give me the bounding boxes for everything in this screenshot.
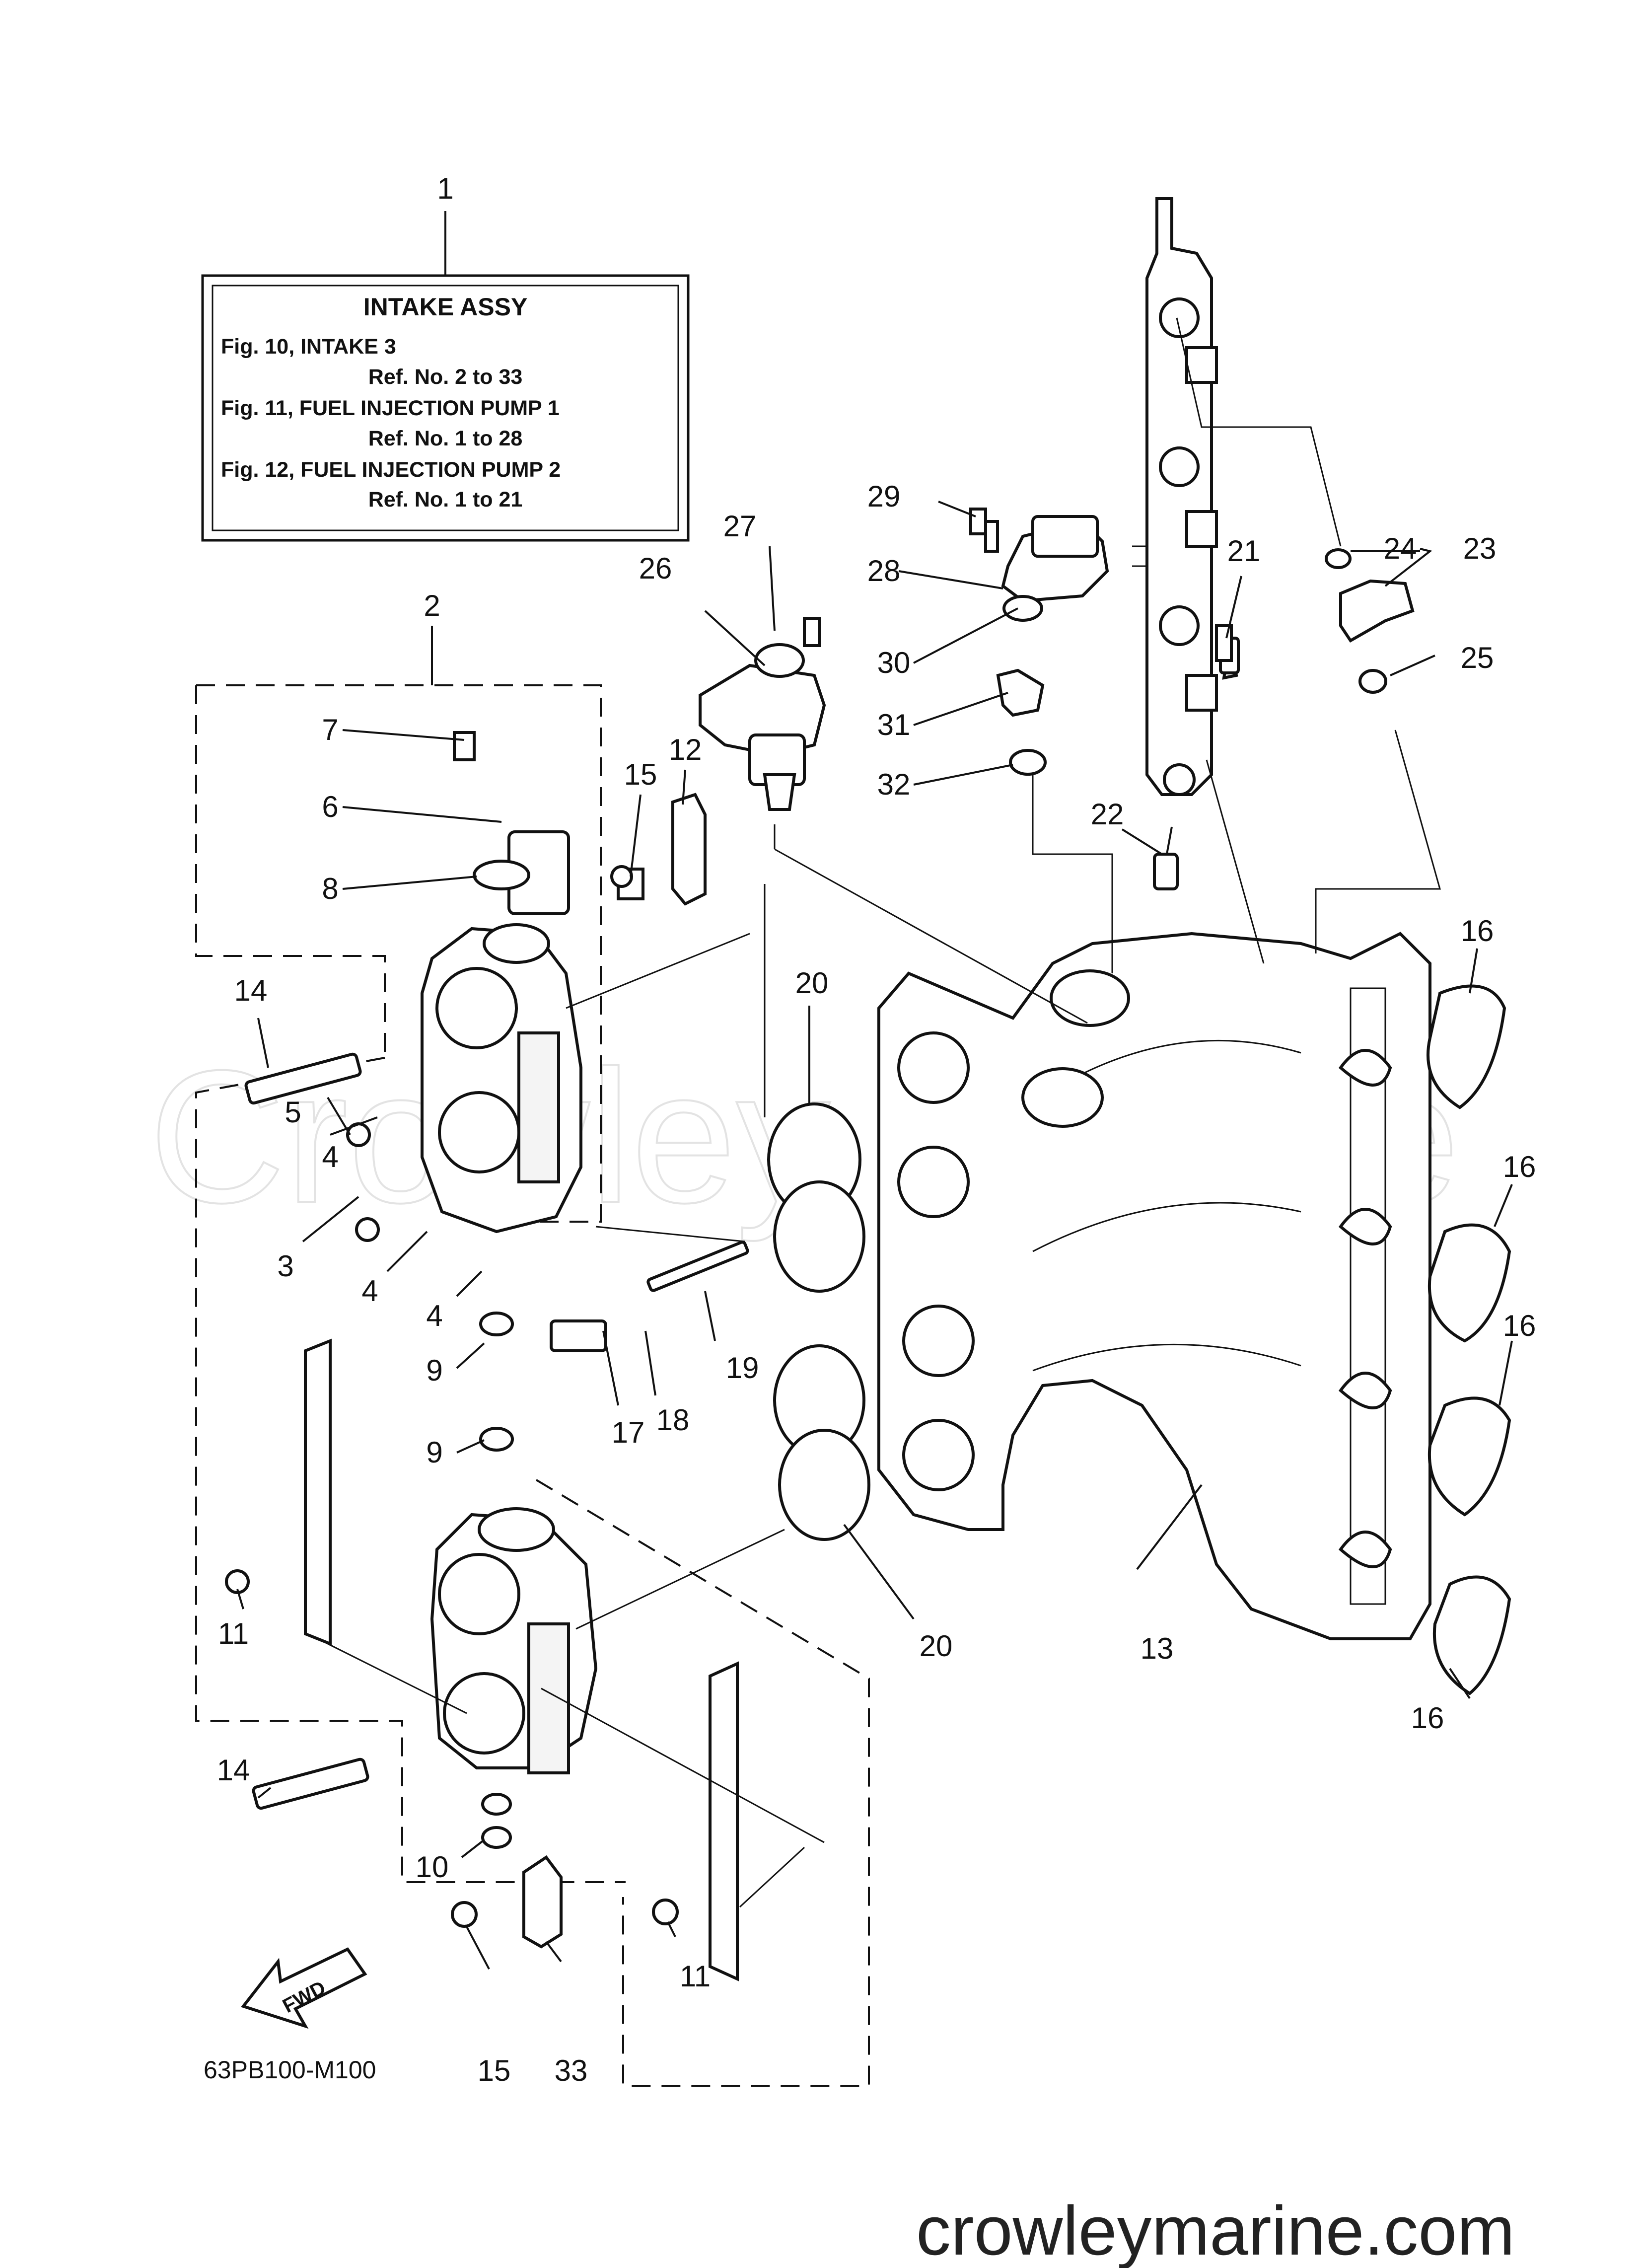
callout-leaders: [236, 501, 1513, 1970]
callout-11b: 11: [680, 1960, 711, 1993]
info-box: 1 INTAKE ASSY Fig. 10, INTAKE 3 Ref. No.…: [201, 172, 690, 542]
callout-33: 33: [555, 2054, 588, 2087]
callout-15a: 15: [624, 758, 657, 791]
callout-13: 13: [1141, 1632, 1174, 1665]
callout-16c: 16: [1503, 1309, 1536, 1342]
callout-30: 30: [877, 646, 911, 679]
callout-25: 25: [1461, 641, 1494, 674]
callout-14b: 14: [217, 1754, 250, 1787]
callout-3: 3: [277, 1249, 293, 1283]
callout-17: 17: [612, 1416, 645, 1449]
small-parts: [453, 508, 1233, 915]
callout-10: 10: [416, 1850, 449, 1884]
manifold-gaskets: [1427, 984, 1511, 1695]
info-box-line-6: Ref. No. 1 to 21: [368, 488, 523, 512]
callout-2: 2: [424, 589, 440, 622]
diagram-code: 63PB100-M100: [204, 2056, 376, 2084]
injector-assy: [1219, 548, 1415, 694]
callout-12: 12: [669, 733, 702, 766]
info-box-line-4: Ref. No. 1 to 28: [368, 427, 523, 450]
pressure-sensor: [984, 515, 1109, 776]
callout-8: 8: [322, 872, 338, 905]
callout-31: 31: [877, 708, 911, 741]
callout-4a: 4: [322, 1140, 338, 1173]
intake-manifold: [877, 932, 1431, 1640]
callout-9a: 9: [426, 1354, 442, 1387]
info-box-title: INTAKE ASSY: [363, 293, 528, 321]
callout-16d: 16: [1411, 1701, 1444, 1735]
info-box-line-1: Fig. 10, INTAKE 3: [221, 335, 396, 359]
callout-7: 7: [322, 713, 338, 746]
callout-6: 6: [322, 790, 338, 823]
callout-numbers: 2 3 4 4 4 5 6 7 8 9 9 10 11 11 12 13 14 …: [217, 480, 1536, 2087]
callout-15b: 15: [478, 2054, 511, 2087]
throttle-body-upper: [421, 923, 582, 1234]
throttle-sensor: [699, 643, 826, 811]
callout-4c: 4: [426, 1299, 442, 1332]
website-url: crowleymarine.com: [916, 2192, 1515, 2268]
callout-19: 19: [726, 1351, 759, 1385]
callout-11a: 11: [218, 1617, 249, 1650]
callout-23: 23: [1463, 532, 1497, 565]
o-rings: [767, 1102, 870, 1541]
info-box-line-2: Ref. No. 2 to 33: [368, 365, 523, 389]
callout-20a: 20: [795, 966, 829, 1000]
gasket-plates: [304, 793, 739, 1981]
screws: [225, 865, 749, 1928]
callout-28: 28: [867, 554, 901, 587]
callout-16b: 16: [1503, 1150, 1536, 1183]
callout-5: 5: [285, 1096, 301, 1129]
group-outline-upper-sensor: [195, 684, 870, 2087]
callout-27: 27: [723, 510, 757, 543]
callout-18: 18: [656, 1403, 690, 1437]
callout-16a: 16: [1461, 914, 1494, 948]
fwd-arrow: FWD: [240, 1947, 367, 2029]
callout-22: 22: [1091, 798, 1124, 831]
callout-32: 32: [877, 768, 911, 801]
callout-26: 26: [639, 552, 672, 585]
callout-14a: 14: [234, 974, 268, 1007]
callout-21: 21: [1227, 534, 1261, 568]
callout-29: 29: [867, 480, 901, 513]
leader-lines: [327, 317, 1441, 1908]
callout-20b: 20: [920, 1629, 953, 1663]
fuel-rail: [1132, 197, 1218, 796]
info-box-line-5: Fig. 12, FUEL INJECTION PUMP 2: [221, 458, 561, 482]
callout-1: 1: [437, 172, 453, 205]
callout-24: 24: [1384, 532, 1417, 565]
info-box-line-3: Fig. 11, FUEL INJECTION PUMP 1: [221, 396, 560, 420]
callout-4b: 4: [361, 1274, 378, 1308]
callout-9b: 9: [426, 1436, 442, 1469]
throttle-body-lower: [430, 1507, 598, 1774]
